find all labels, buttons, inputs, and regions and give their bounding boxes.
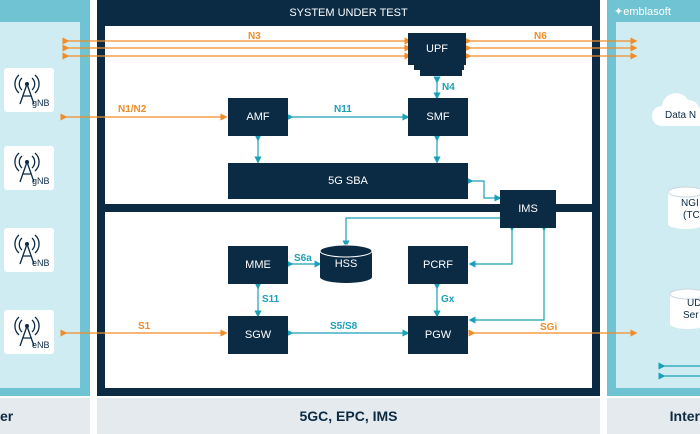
- upf-shadow-1: [414, 62, 464, 70]
- ud-label: UD: [687, 298, 700, 309]
- antenna-icon: [14, 316, 40, 347]
- ngi-label: NGI: [681, 198, 699, 209]
- hss-database-icon[interactable]: [318, 244, 374, 284]
- n6-links: [464, 37, 638, 60]
- hss-label: HSS: [334, 258, 358, 270]
- pgw-label: PGW: [424, 329, 452, 341]
- sba-label: 5G SBA: [328, 175, 368, 187]
- upf-node[interactable]: UPF: [408, 33, 466, 65]
- s1-label: S1: [138, 321, 151, 332]
- ngi-sublabel: (TC: [683, 210, 700, 221]
- amf-label: AMF: [246, 111, 270, 123]
- smf-node[interactable]: SMF: [408, 98, 468, 136]
- brand-icon: ✦: [614, 6, 624, 18]
- ud-database-icon[interactable]: [668, 288, 700, 330]
- sgw-label: SGW: [244, 329, 272, 341]
- base-station-1[interactable]: gNB: [4, 68, 54, 112]
- station-label: gNB: [32, 98, 50, 108]
- brand-text: emblasoft: [623, 6, 671, 18]
- s11-label: S11: [262, 294, 280, 305]
- upf-shadow-2: [420, 68, 462, 76]
- center-footer-label: 5GC, EPC, IMS: [299, 408, 398, 424]
- station-label: eNB: [32, 258, 50, 268]
- amf-node[interactable]: AMF: [228, 98, 288, 136]
- left-footer: er: [0, 398, 90, 434]
- ud-sublabel: Ser: [683, 310, 699, 321]
- pgw-node[interactable]: PGW: [408, 316, 468, 354]
- cloud-icon[interactable]: [650, 84, 700, 134]
- sba-bus[interactable]: 5G SBA: [228, 163, 468, 199]
- left-footer-label: er: [0, 408, 14, 424]
- smf-label: SMF: [426, 111, 450, 123]
- sgi-label: SGi: [540, 322, 558, 333]
- station-label: gNB: [32, 176, 50, 186]
- n11-label: N11: [334, 104, 352, 115]
- pcrf-label: PCRF: [423, 259, 453, 271]
- brand-logo: ✦emblasoft: [614, 5, 671, 18]
- antenna-icon: [14, 152, 40, 183]
- s6a-label: S6a: [294, 253, 312, 264]
- right-footer-label: Inter: [669, 408, 700, 424]
- n1n2-label: N1/N2: [118, 104, 147, 115]
- upf-label: UPF: [426, 43, 448, 55]
- base-station-2[interactable]: gNB: [4, 146, 54, 190]
- station-label: eNB: [32, 340, 50, 350]
- right-footer: Inter: [607, 398, 700, 434]
- base-station-4[interactable]: eNB: [4, 310, 54, 354]
- ngi-database-icon[interactable]: [666, 186, 700, 230]
- antenna-icon: [14, 74, 40, 105]
- ims-label: IMS: [518, 203, 538, 215]
- sgw-node[interactable]: SGW: [228, 316, 288, 354]
- system-under-test-title: SYSTEM UNDER TEST: [289, 7, 408, 19]
- n3-label: N3: [248, 31, 261, 42]
- s5s8-label: S5/S8: [330, 321, 358, 332]
- mme-node[interactable]: MME: [228, 246, 288, 284]
- data-network-label: Data N: [665, 110, 697, 121]
- n3-links: [62, 37, 412, 60]
- antenna-icon: [14, 234, 40, 265]
- ims-node[interactable]: IMS: [500, 190, 556, 228]
- n4-label: N4: [442, 82, 455, 93]
- n6-label: N6: [534, 31, 547, 42]
- mme-label: MME: [245, 259, 271, 271]
- gx-label: Gx: [441, 294, 455, 305]
- pcrf-node[interactable]: PCRF: [408, 246, 468, 284]
- base-station-3[interactable]: eNB: [4, 228, 54, 272]
- center-footer: 5GC, EPC, IMS: [97, 398, 600, 434]
